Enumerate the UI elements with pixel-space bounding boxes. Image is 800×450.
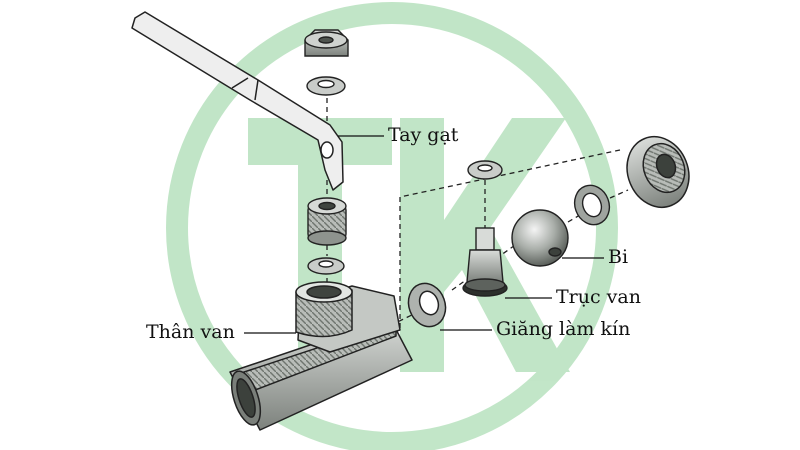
end-cap <box>626 136 690 208</box>
valve-handle <box>131 11 344 191</box>
sealing-gasket <box>407 282 447 328</box>
top-washer <box>306 76 346 96</box>
label-tay-gat: Tay gạt <box>388 124 459 146</box>
stem-washer <box>467 160 503 180</box>
top-hex-nut <box>304 29 349 57</box>
leader-lines <box>244 135 604 334</box>
watermark-ring <box>166 2 618 450</box>
label-giang-lam-kin: Giăng làm kín <box>496 318 631 340</box>
label-truc-van: Trục van <box>556 286 641 308</box>
ball-seat-ring <box>573 184 611 226</box>
gland-nut <box>307 197 347 246</box>
label-bi: Bi <box>608 246 629 268</box>
valve-body <box>229 281 413 431</box>
valve-ball <box>511 209 569 267</box>
lower-washer <box>307 257 345 275</box>
valve-stem <box>462 227 508 297</box>
label-than-van: Thân van <box>146 321 235 343</box>
